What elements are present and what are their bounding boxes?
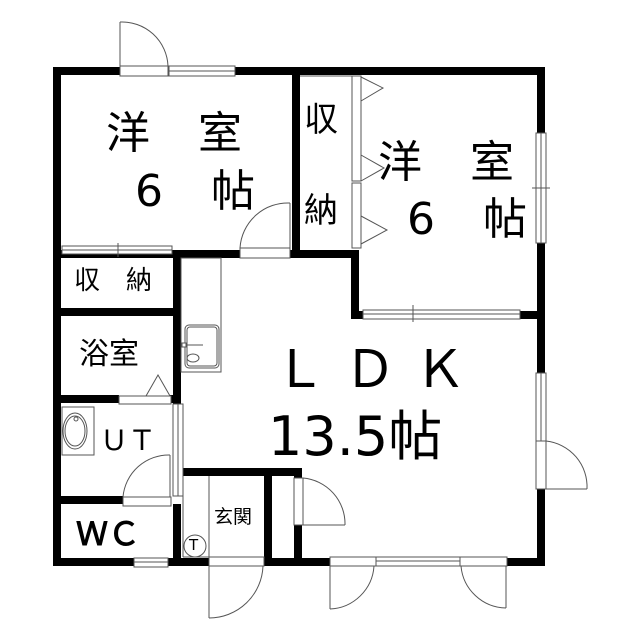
toilet-label: ＷＣ (76, 515, 141, 553)
door-ldk-hall[interactable] (293, 477, 346, 526)
entrance-label: 玄関 (214, 506, 253, 528)
door-ut[interactable] (122, 454, 172, 507)
washbasin (61, 406, 95, 456)
closet-2-label: 収 納 (74, 266, 153, 296)
door-ldk-bottom-right[interactable] (459, 556, 508, 609)
closet-1-label-a: 収 (304, 100, 338, 140)
fixtures (61, 257, 222, 558)
western-room-2-label-line1: 洋 室 (378, 137, 516, 188)
closet-1-label-b: 納 (304, 191, 338, 231)
thermostat-label: T (189, 536, 199, 554)
ldk-label-line1: ＬＤＫ (274, 340, 485, 400)
bath-label: 浴室 (79, 337, 139, 372)
thermostat-symbol (183, 534, 207, 558)
kitchen-counter (180, 257, 222, 373)
door-western1-top[interactable] (119, 21, 169, 77)
closet-folding-doors[interactable] (300, 75, 389, 249)
door-bath[interactable] (118, 373, 172, 405)
door-western1[interactable] (239, 202, 291, 259)
door-entrance[interactable] (208, 556, 265, 619)
door-ldk-right[interactable] (535, 440, 588, 490)
door-ldk-bottom-left[interactable] (329, 556, 377, 610)
interior-walls (53, 67, 545, 566)
western-room-1-label-line2: 6 帖 (135, 166, 257, 217)
ldk-label-line2: 13.5帖 (268, 405, 443, 468)
doors (118, 21, 588, 619)
windows (61, 65, 550, 568)
western-room-2-label-line2: 6 帖 (407, 194, 529, 245)
utility-label: ＵＴ (100, 424, 157, 457)
western-room-1-label-line1: 洋 室 (106, 108, 244, 159)
